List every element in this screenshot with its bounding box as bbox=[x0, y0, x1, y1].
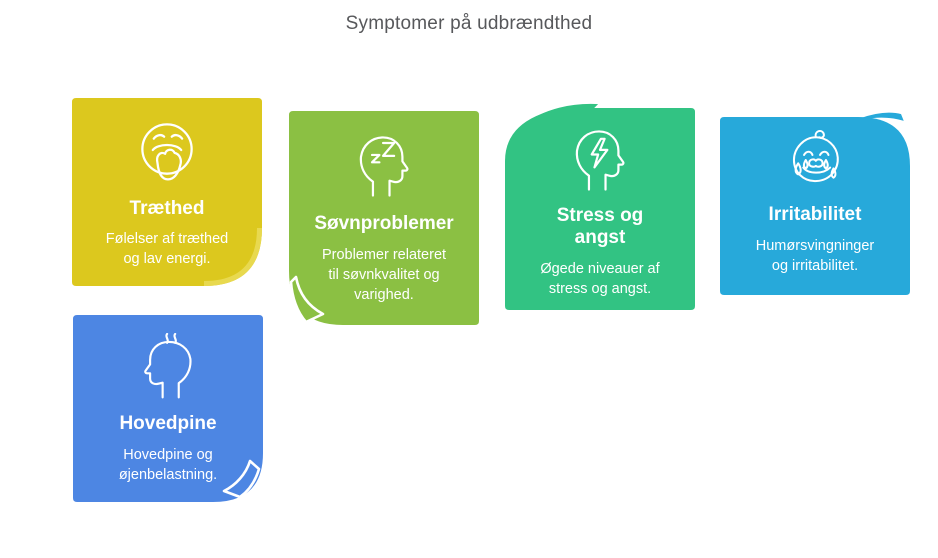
sticky-note-shape bbox=[289, 111, 479, 325]
card-description: Humørsvingninger og irritabilitet. bbox=[755, 237, 875, 274]
card-hovedpine: Hovedpine Hovedpine og øjenbelastning. bbox=[73, 315, 263, 502]
sticky-note-shape bbox=[73, 315, 263, 502]
stressed-head-lightning-icon bbox=[575, 130, 625, 191]
crying-baby-face-icon bbox=[792, 129, 839, 183]
card-title: Hovedpine bbox=[119, 413, 217, 434]
page-curl-flap bbox=[289, 275, 325, 324]
page-curl-fold bbox=[204, 228, 262, 286]
card-irritabilitet: Irritabilitet Humørsvingninger og irrita… bbox=[720, 110, 910, 295]
card-title: Irritabilitet bbox=[768, 204, 862, 225]
card-title: Stress og angst bbox=[556, 205, 644, 248]
card-soevnproblemer: Søvnproblemer Problemer relateret til sø… bbox=[289, 111, 479, 325]
card-description: Følelser af træthed og lav energi. bbox=[105, 230, 229, 267]
sleeping-head-zzz-icon bbox=[359, 136, 409, 197]
card-title: Søvnproblemer bbox=[314, 213, 454, 234]
card-traethed: Træthed Følelser af træthed og lav energ… bbox=[72, 98, 262, 286]
sticky-note-shape bbox=[505, 101, 695, 310]
sticky-note-shape bbox=[720, 110, 910, 295]
card-title: Træthed bbox=[129, 198, 205, 219]
card-stress-og-angst: Stress og angst Øgede niveauer af stress… bbox=[505, 97, 695, 310]
page-title: Symptomer på udbrændthed bbox=[345, 13, 593, 34]
headache-head-icon bbox=[144, 333, 192, 399]
sticky-note-shape bbox=[72, 98, 262, 286]
tired-yawning-face-icon bbox=[141, 123, 193, 181]
card-description: Øgede niveauer af stress og angst. bbox=[540, 260, 660, 297]
page-curl-flap bbox=[222, 459, 261, 499]
card-description: Hovedpine og øjenbelastning. bbox=[118, 446, 218, 483]
card-description: Problemer relateret til søvnkvalitet og … bbox=[321, 246, 447, 303]
